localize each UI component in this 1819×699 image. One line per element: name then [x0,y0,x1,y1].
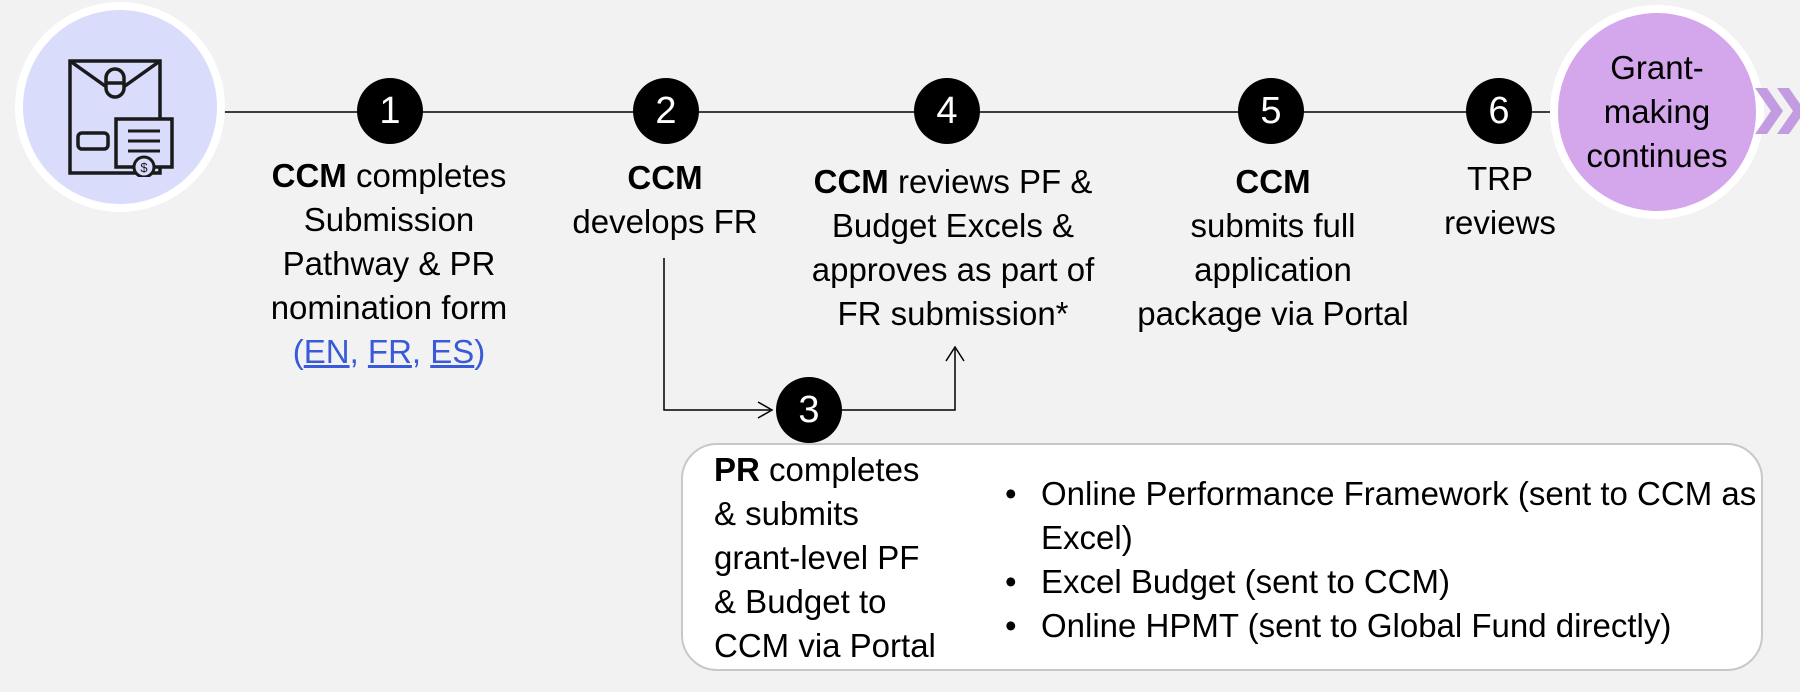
step-5-description: CCM submits full application package via… [1137,163,1409,332]
language-links: (EN, FR, ES) [292,333,486,370]
link-en[interactable]: EN [303,333,350,370]
envelope-invoice-icon: $ [68,59,174,177]
step-1-description: CCM completes Submission Pathway & PR no… [244,154,534,374]
actor: CCM [627,159,703,196]
step-3-badge: 3 [776,377,842,443]
step-6-description: TRP reviews [1444,160,1556,241]
list-item: Online HPMT (sent to Global Fund directl… [1005,604,1765,648]
step-2-description: CCM develops FR [572,159,758,240]
step-1-badge: 1 [357,78,423,144]
list-item: Online Performance Framework (sent to CC… [1005,472,1765,560]
step-2-badge: 2 [633,78,699,144]
svg-text:$: $ [140,160,148,175]
start-circle: $ [15,2,225,212]
step-4-badge: 4 [914,78,980,144]
arrow-2-to-3 [663,258,770,411]
connector-lines [222,111,1560,419]
list-item: Excel Budget (sent to CCM) [1005,560,1765,604]
link-fr[interactable]: FR [367,333,412,370]
arrowhead-3 [757,401,774,419]
step-6-badge: 6 [1466,78,1532,144]
diagram-canvas: $ 1 CCM completes Submission Pathway & P… [0,0,1800,692]
actor: CCM [1235,163,1311,200]
actor: PR [714,451,760,488]
step-3-description: PR completes & submits grant-level PF & … [714,451,936,664]
actor: CCM [271,157,347,194]
step-4-description: CCM reviews PF & Budget Excels & approve… [811,163,1095,332]
arrowhead-4 [945,345,965,362]
actor: CCM [813,163,889,200]
step-5-badge: 5 [1238,78,1304,144]
end-circle: Grant- making continues [1550,5,1764,219]
double-chevron-right-icon [1755,88,1800,134]
step-3-deliverables-list: Online Performance Framework (sent to CC… [1005,472,1765,648]
arrow-3-to-4 [840,349,956,411]
link-es[interactable]: ES [430,333,475,370]
